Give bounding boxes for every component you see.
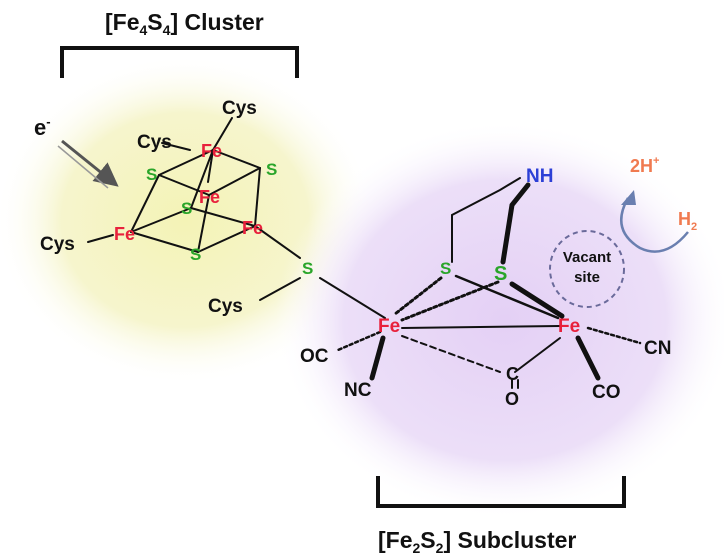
cys-top: Cys xyxy=(222,98,257,119)
bridge-bond xyxy=(319,277,386,319)
electron-arrow-shadow xyxy=(57,145,109,189)
fe-sub-right: Fe xyxy=(558,316,580,337)
cluster-title: [Fe4S4] Cluster xyxy=(105,9,264,38)
cys-upper-left: Cys xyxy=(137,132,172,153)
bridging-o: O xyxy=(505,389,519,409)
fe2s2-atoms: NH S S Fe Fe OC NC CN CO C O xyxy=(300,166,671,409)
s-center: S xyxy=(181,199,192,218)
vacant-site-circle xyxy=(549,230,625,308)
fe-center: Fe xyxy=(199,187,220,207)
fe4s4-atoms: Cys Cys Fe S S Fe S Fe Fe S Cys S Cys xyxy=(40,98,313,317)
proton-label: 2H+ xyxy=(630,155,659,176)
co-ligand: CO xyxy=(592,382,621,403)
cn-ligand: CN xyxy=(644,338,671,359)
fe4s4-cube-bonds xyxy=(87,117,301,301)
fe-sub-left: Fe xyxy=(378,316,400,337)
bridging-c: C xyxy=(506,364,519,384)
s-right: S xyxy=(266,160,277,179)
fe-top: Fe xyxy=(201,141,222,161)
h2-arc-line xyxy=(620,197,689,253)
cys-left: Cys xyxy=(40,234,75,255)
fe2s2-subcluster-glow xyxy=(275,120,724,520)
h2-label: H2 xyxy=(678,209,697,233)
vacant-site-label-1: Vacant xyxy=(563,249,611,266)
oc-ligand: OC xyxy=(300,346,329,367)
nc-ligand: NC xyxy=(344,380,372,401)
electron-arrow xyxy=(61,139,119,187)
s-bridge: S xyxy=(302,259,313,278)
nh-label: NH xyxy=(526,166,553,187)
h2-arc-arrowhead xyxy=(621,190,636,205)
s-sub-left: S xyxy=(440,259,451,278)
s-left: S xyxy=(146,165,157,184)
fe-right: Fe xyxy=(242,218,263,238)
s-bottom: S xyxy=(190,245,201,264)
electron-label: e- xyxy=(34,114,51,140)
s-sub-right: S xyxy=(494,263,507,285)
subcluster-bracket xyxy=(376,476,626,508)
subcluster-title: [Fe2S2] Subcluster xyxy=(378,527,576,556)
cys-bottom: Cys xyxy=(208,296,243,317)
fe2s2-bonds xyxy=(336,177,642,389)
cluster-bracket xyxy=(60,46,299,78)
vacant-site-label-2: site xyxy=(574,269,600,286)
fe-left: Fe xyxy=(114,224,135,244)
